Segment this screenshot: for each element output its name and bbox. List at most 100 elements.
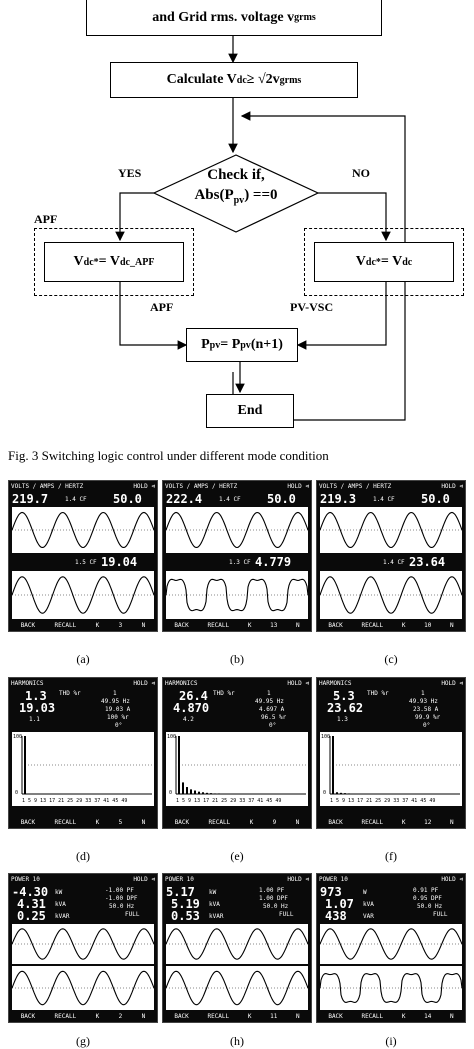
harmonic-bar [186,787,188,794]
current-readout: 23.64 [409,556,445,568]
displacement-power-factor: 1.00 DPF [259,895,288,902]
active-power-unit: kW [209,889,216,896]
hold-indicator: HOLD ⊲ [287,482,309,491]
meter-mode-label: HARMONICS [165,679,198,688]
recall-button: RECALL [207,621,229,630]
next-icon: N [142,818,146,827]
thd-unit: THD %r [213,690,235,697]
hold-indicator: HOLD ⊲ [441,875,463,884]
sublabel: (a) [53,652,113,667]
fundamental-deg: 0° [269,722,276,729]
full-indicator: FULL [279,911,293,918]
meter-mode-label: VOLTS / AMPS / HERTZ [165,482,237,491]
next-icon: N [450,818,454,827]
meter-mode-label: HARMONICS [319,679,352,688]
voltage-waveform [12,924,154,964]
frequency-readout: 50.0 [421,493,450,505]
fundamental-amps: 19.03 A [105,706,130,713]
harmonic-bar [206,793,208,794]
voltage-readout: 219.3 [320,493,356,505]
reactive-power-unit: kVAR [55,913,69,920]
hold-indicator: HOLD ⊲ [133,875,155,884]
back-button: BACK [21,818,35,827]
prev-icon: K [96,1012,100,1021]
recall-button: RECALL [55,621,77,630]
meter-mode-label: HARMONICS [11,679,44,688]
meter-mode-label: POWER 10 [165,875,194,884]
fundamental-amps: 4.697 A [259,706,284,713]
next-icon: N [450,621,454,630]
voltage-crest-factor: 1.4 CF [65,496,87,503]
recall-button: RECALL [361,621,383,630]
hold-indicator: HOLD ⊲ [133,679,155,688]
power-factor: 1.00 PF [259,887,284,894]
recall-button: RECALL [209,818,231,827]
y-axis-min: 0 [15,790,18,797]
meter-mode-label: VOLTS / AMPS / HERTZ [11,482,83,491]
screen-number: 12 [424,818,431,827]
harmonic-axis-labels: 1 5 9 13 17 21 25 29 33 37 41 45 49 [330,798,435,805]
fundamental-hz: 49.93 Hz [409,698,438,705]
current-crest-factor: 1.3 CF [229,559,251,566]
end-box: End [206,394,294,428]
meter-header: HARMONICS HOLD ⊲ [11,679,155,688]
voltage-waveform [320,924,462,964]
meter-mode-label: POWER 10 [319,875,348,884]
prev-icon: K [96,818,100,827]
harmonic-bar [336,792,338,794]
harmonic-bar [194,791,196,794]
apf-top-label: APF [34,212,57,227]
thd-unit: THD %r [59,690,81,697]
harmonic-axis-labels: 1 5 9 13 17 21 25 29 33 37 41 45 49 [22,798,127,805]
fundamental-deg: 0° [115,722,122,729]
screen-number: 9 [273,818,277,827]
harmonic-bar [202,792,204,794]
voltage-waveform [320,507,462,553]
k-factor: 1.3 [337,716,348,723]
voltage-waveform [166,924,308,964]
frequency-readout: 50.0 Hz [417,903,442,910]
next-icon: N [142,621,146,630]
displacement-power-factor: -1.00 DPF [105,895,138,902]
frequency-readout: 50.0 Hz [263,903,288,910]
apf-bottom-label: APF [150,300,173,315]
reactive-power-unit: VAR [363,913,374,920]
reactive-power-readout: 438 [325,910,347,922]
pvvsc-label: PV-VSC [290,300,333,315]
power-factor: 0.91 PF [413,887,438,894]
fundamental-pct: 96.5 %r [261,714,286,721]
sublabel: (c) [361,652,421,667]
harmonic-bar [198,792,200,794]
harmonic-order: 1 [113,690,117,697]
next-icon: N [296,1012,300,1021]
frequency-readout: 50.0 [113,493,142,505]
prev-icon: K [402,1012,406,1021]
reactive-power-readout: 0.25 [17,910,46,922]
back-button: BACK [175,818,189,827]
next-icon: N [142,1012,146,1021]
harmonic-order: 1 [421,690,425,697]
reactive-power-readout: 0.53 [171,910,200,922]
y-axis-min: 0 [323,790,326,797]
displacement-power-factor: 0.95 DPF [413,895,442,902]
screen-number: 10 [424,621,431,630]
reactive-power-unit: kVAR [209,913,223,920]
recall-button: RECALL [55,1012,77,1021]
screen-number: 2 [119,1012,123,1021]
